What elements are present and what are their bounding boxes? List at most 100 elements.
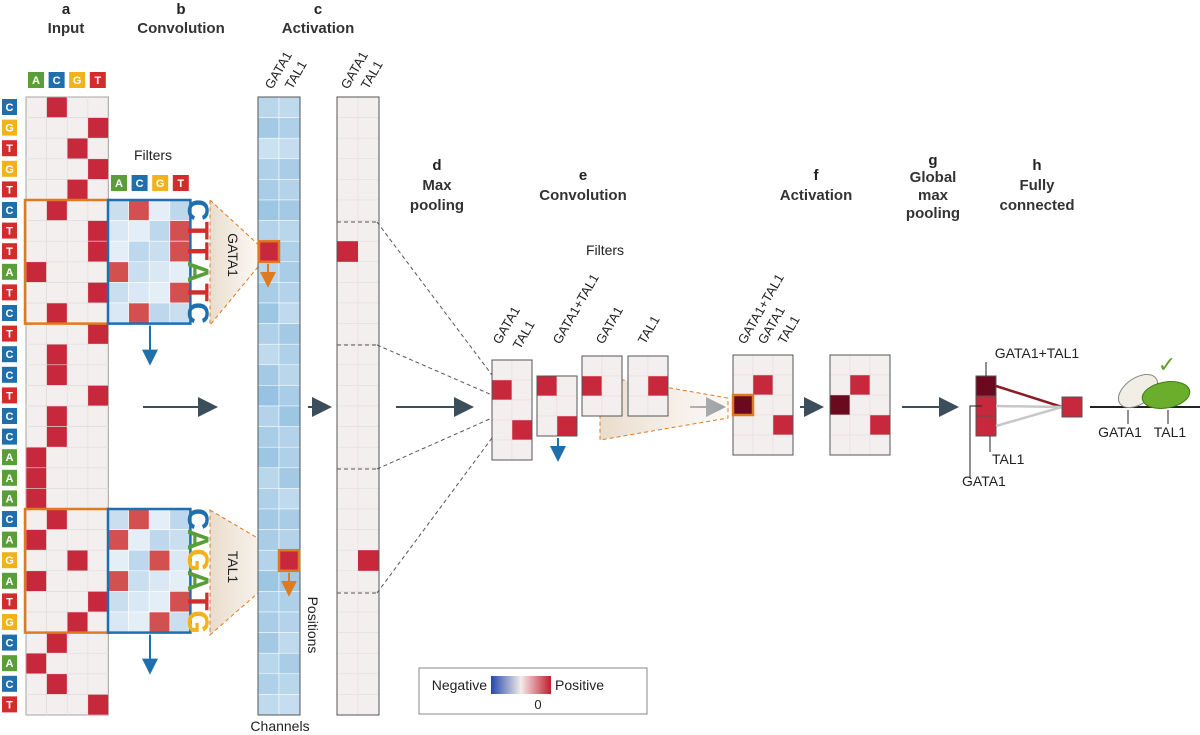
pool-cell-tal1: [357, 529, 380, 551]
filter-cell: [148, 220, 171, 242]
input-cell-active: [87, 158, 109, 180]
filter-cell: [107, 611, 129, 633]
filter-header-label: T: [177, 178, 184, 190]
activation-cell-gata1: [257, 611, 280, 633]
sequence-base-label: A: [6, 493, 14, 505]
activation-cell-gata1: [257, 529, 280, 551]
l2-cell: [556, 395, 578, 417]
sequence-base-label: C: [6, 411, 14, 423]
filter-header-C: [131, 175, 148, 191]
sequence-base-G: [2, 552, 17, 569]
section-title-h-1: Fully: [1019, 177, 1055, 194]
pool-cell-tal1: [357, 694, 380, 716]
l2-cell: [732, 414, 754, 436]
l2-cell: [581, 375, 603, 397]
activation-cell-tal1: [278, 179, 301, 201]
sequence-base-A: [2, 469, 17, 486]
activation-cell-tal1: [278, 343, 301, 366]
filter-cell: [148, 199, 171, 221]
filter-cell: [107, 282, 129, 304]
fc-weight-3: [995, 405, 1063, 428]
filter-cell: [107, 302, 129, 324]
activation-cell-gata1: [257, 549, 280, 572]
header-base-label: G: [73, 75, 82, 87]
activation-cell-gata1: [257, 220, 280, 242]
filter-cell-positive: [148, 549, 171, 572]
motif-letter-A: A: [181, 529, 214, 551]
global-cell-gata1-tal1: [975, 375, 997, 397]
sequence-base-C: [2, 675, 17, 692]
input-cell-active: [87, 694, 109, 716]
tal1-protein: [1141, 381, 1191, 409]
activation-cell-tal1: [278, 261, 301, 283]
pool-cell-gata1: [336, 323, 359, 345]
filter-cell: [128, 282, 150, 304]
l2-cell: [829, 434, 851, 456]
l2-cell: [556, 375, 578, 397]
input-cell-active: [87, 117, 109, 139]
l2-cell: [556, 415, 578, 437]
global-pool-bottom-label: GATA1: [962, 473, 1006, 489]
pool-cell-gata1: [336, 652, 359, 675]
motif-letter-A: A: [181, 261, 214, 283]
sequence-base-C: [2, 99, 17, 115]
input-cell-active: [25, 261, 47, 283]
filter-cell-positive: [148, 611, 171, 633]
pool-cell-gata1: [336, 405, 359, 427]
input-cell-active: [66, 611, 89, 633]
input-cell-active: [25, 488, 47, 510]
l2-cell: [536, 415, 558, 437]
pool-cell-tal1: [357, 570, 380, 592]
sequence-base-T: [2, 325, 17, 342]
section-title-h-2: connected: [999, 197, 1074, 214]
pool-cell-tal1: [357, 137, 380, 160]
sequence-base-G: [2, 160, 17, 177]
activation-cell-gata1: [257, 632, 280, 654]
filter-cell: [148, 529, 171, 551]
legend-positive: Positive: [555, 677, 604, 693]
l2-cell: [491, 439, 513, 461]
activation-cell-tal1: [278, 240, 301, 263]
motif-letter-G: G: [181, 549, 214, 572]
header-base-A: [28, 72, 44, 88]
sequence-base-T: [2, 387, 17, 404]
sequence-base-label: C: [6, 370, 14, 382]
l2-cell: [849, 354, 871, 376]
pool-cell-gata1: [336, 694, 359, 716]
activation-cell-gata1: [257, 302, 280, 324]
pool-cell-gata1: [336, 632, 359, 654]
l2-cell: [732, 434, 754, 456]
pool-cell-gata1: [336, 611, 359, 633]
filter-cell: [107, 240, 129, 263]
sequence-base-A: [2, 531, 17, 548]
l2-cell: [647, 395, 669, 417]
pool-cell-tal1: [357, 199, 380, 221]
max-pooling-column: [336, 96, 380, 716]
motif-letter-T: T: [181, 592, 214, 610]
pool-cell-tal1: [357, 446, 380, 469]
filter-cell-positive: [107, 261, 129, 283]
pool-cell-tal1: [357, 302, 380, 324]
filter-cell: [148, 591, 171, 613]
l2-cell: [732, 374, 754, 396]
pool-cell-tal1: [357, 261, 380, 283]
sequence-base-label: C: [6, 205, 14, 217]
activation-cell-tal1: [278, 137, 301, 160]
sequence-base-label: T: [6, 184, 13, 196]
activation-cell-tal1: [278, 467, 301, 489]
sequence-base-C: [2, 366, 17, 383]
pool-cell-tal1: [357, 385, 380, 407]
sequence-base-G: [2, 119, 17, 136]
motif-2-name: TAL1: [225, 551, 241, 584]
activation-cell-gata1: [257, 179, 280, 201]
pool-cell-gata1: [336, 343, 359, 366]
sequence-base-A: [2, 449, 17, 466]
l2-cell: [772, 414, 794, 436]
input-cell-active: [87, 220, 109, 242]
activation-cell-tal1: [278, 446, 301, 469]
activation-cell-gata1: [257, 673, 280, 695]
pooled-input: [491, 359, 533, 461]
l2-cell: [829, 374, 851, 396]
